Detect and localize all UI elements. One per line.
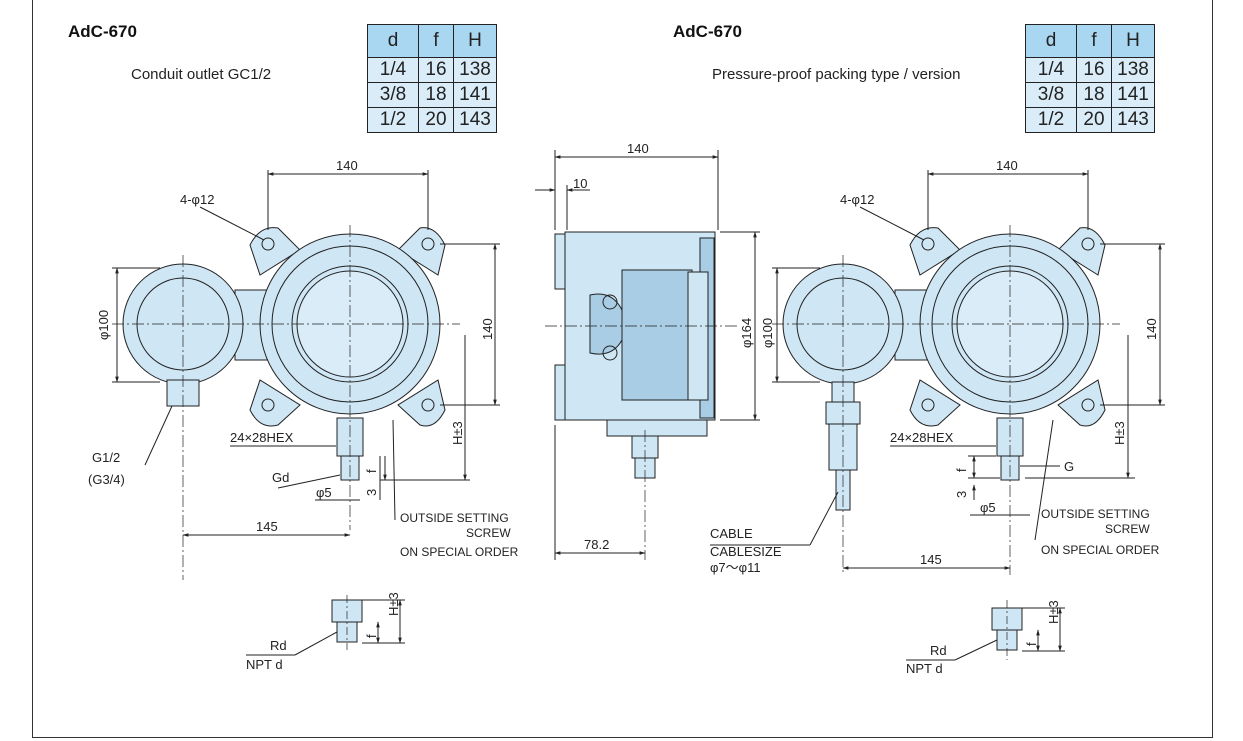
bolt-hole-icon [261,237,275,251]
dim-label: H±3 [386,592,401,616]
note-label: OUTSIDE SETTING [400,511,509,525]
note-label: OUTSIDE SETTING [1041,507,1150,521]
table-header-cell: f [418,24,454,58]
left-front-labels: 140 4-φ12 140 φ100 24×28HEX H±3 f Gd φ5 … [88,158,519,559]
table-cell: 143 [453,107,497,133]
table-header-row: d f H [1025,24,1155,58]
dim-label: f [1024,642,1039,646]
right-subtitle: Pressure-proof packing type / version [712,66,961,83]
table-cell: 20 [1076,107,1112,133]
dim-label: f [954,468,969,472]
table-cell: 138 [453,57,497,83]
note-label: ON SPECIAL ORDER [400,545,519,559]
drawing-frame [32,0,1213,738]
dim-label: φ164 [739,318,754,348]
note-label: ON SPECIAL ORDER [1041,543,1160,557]
bolt-hole-icon [421,237,435,251]
dim-label: Rd [930,643,947,658]
table-cell: 143 [1111,107,1155,133]
left-model-title: AdC-670 [68,22,137,41]
table-header-cell: H [453,24,497,58]
right-spec-table: d f H 1/4 16 138 3/8 18 141 1/2 20 143 [1025,24,1155,133]
dim-label: 4-φ12 [840,192,874,207]
center-side-view [535,150,760,560]
table-row: 1/4 16 138 [367,57,497,83]
table-cell: 1/2 [1025,107,1077,133]
note-label: SCREW [1105,522,1150,536]
dim-label: 140 [1144,318,1159,340]
bolt-hole-icon [261,398,275,412]
dim-label: 140 [996,158,1018,173]
left-subtitle: Conduit outlet GC1/2 [131,66,272,83]
dim-label: NPT d [246,657,283,672]
dim-label: 78.2 [584,537,609,552]
dim-label: Rd [270,638,287,653]
left-thread-detail [246,595,405,656]
dim-label: 145 [256,519,278,534]
dim-label: 24×28HEX [890,430,954,445]
note-label: CABLE [710,526,753,541]
bolt-hole-icon [1081,237,1095,251]
left-spec-table: d f H 1/4 16 138 3/8 18 141 1/2 20 143 [367,24,497,133]
dim-label: 10 [573,176,587,191]
table-header-cell: d [1025,24,1077,58]
dim-label: G [1064,459,1074,474]
dim-label: φ5 [316,485,332,500]
dim-label: G1/2 [92,450,120,465]
note-label: φ7〜φ11 [710,560,761,575]
dim-label: Gd [272,470,289,485]
dim-label: NPT d [906,661,943,676]
dim-label: 140 [480,318,495,340]
dim-label: φ5 [980,500,996,515]
bolt-hole-icon [921,398,935,412]
dim-label: (G3/4) [88,472,125,487]
dim-label: f [364,469,379,473]
bolt-hole-icon [421,398,435,412]
right-front-view [710,170,1165,575]
table-row: 1/2 20 143 [1025,107,1155,133]
table-row: 3/8 18 141 [1025,82,1155,108]
table-cell: 20 [418,107,454,133]
dim-label: f [364,634,379,638]
dim-label: H±3 [450,421,465,445]
bolt-hole-icon [921,237,935,251]
left-front-view [112,170,500,580]
dim-label: φ100 [760,318,775,348]
table-cell: 1/4 [1025,57,1077,83]
dim-label: 3 [954,491,969,498]
dim-label: 24×28HEX [230,430,294,445]
table-row: 1/2 20 143 [367,107,497,133]
note-label: CABLESIZE [710,544,782,559]
dim-label: 4-φ12 [180,192,214,207]
right-thread-detail [906,600,1065,661]
note-label: SCREW [466,526,511,540]
right-model-title: AdC-670 [673,22,742,41]
dim-label: 140 [627,141,649,156]
terminal-box-side [621,269,693,401]
bolt-hole-icon [1081,398,1095,412]
dim-label: 3 [364,489,379,496]
dim-label: H±3 [1046,600,1061,624]
table-header-cell: H [1111,24,1155,58]
table-cell: 16 [418,57,454,83]
dim-label: H±3 [1112,421,1127,445]
dim-label: 145 [920,552,942,567]
table-cell: 141 [453,82,497,108]
dim-label: φ100 [96,310,111,340]
table-cell: 3/8 [1025,82,1077,108]
dim-label: 140 [336,158,358,173]
